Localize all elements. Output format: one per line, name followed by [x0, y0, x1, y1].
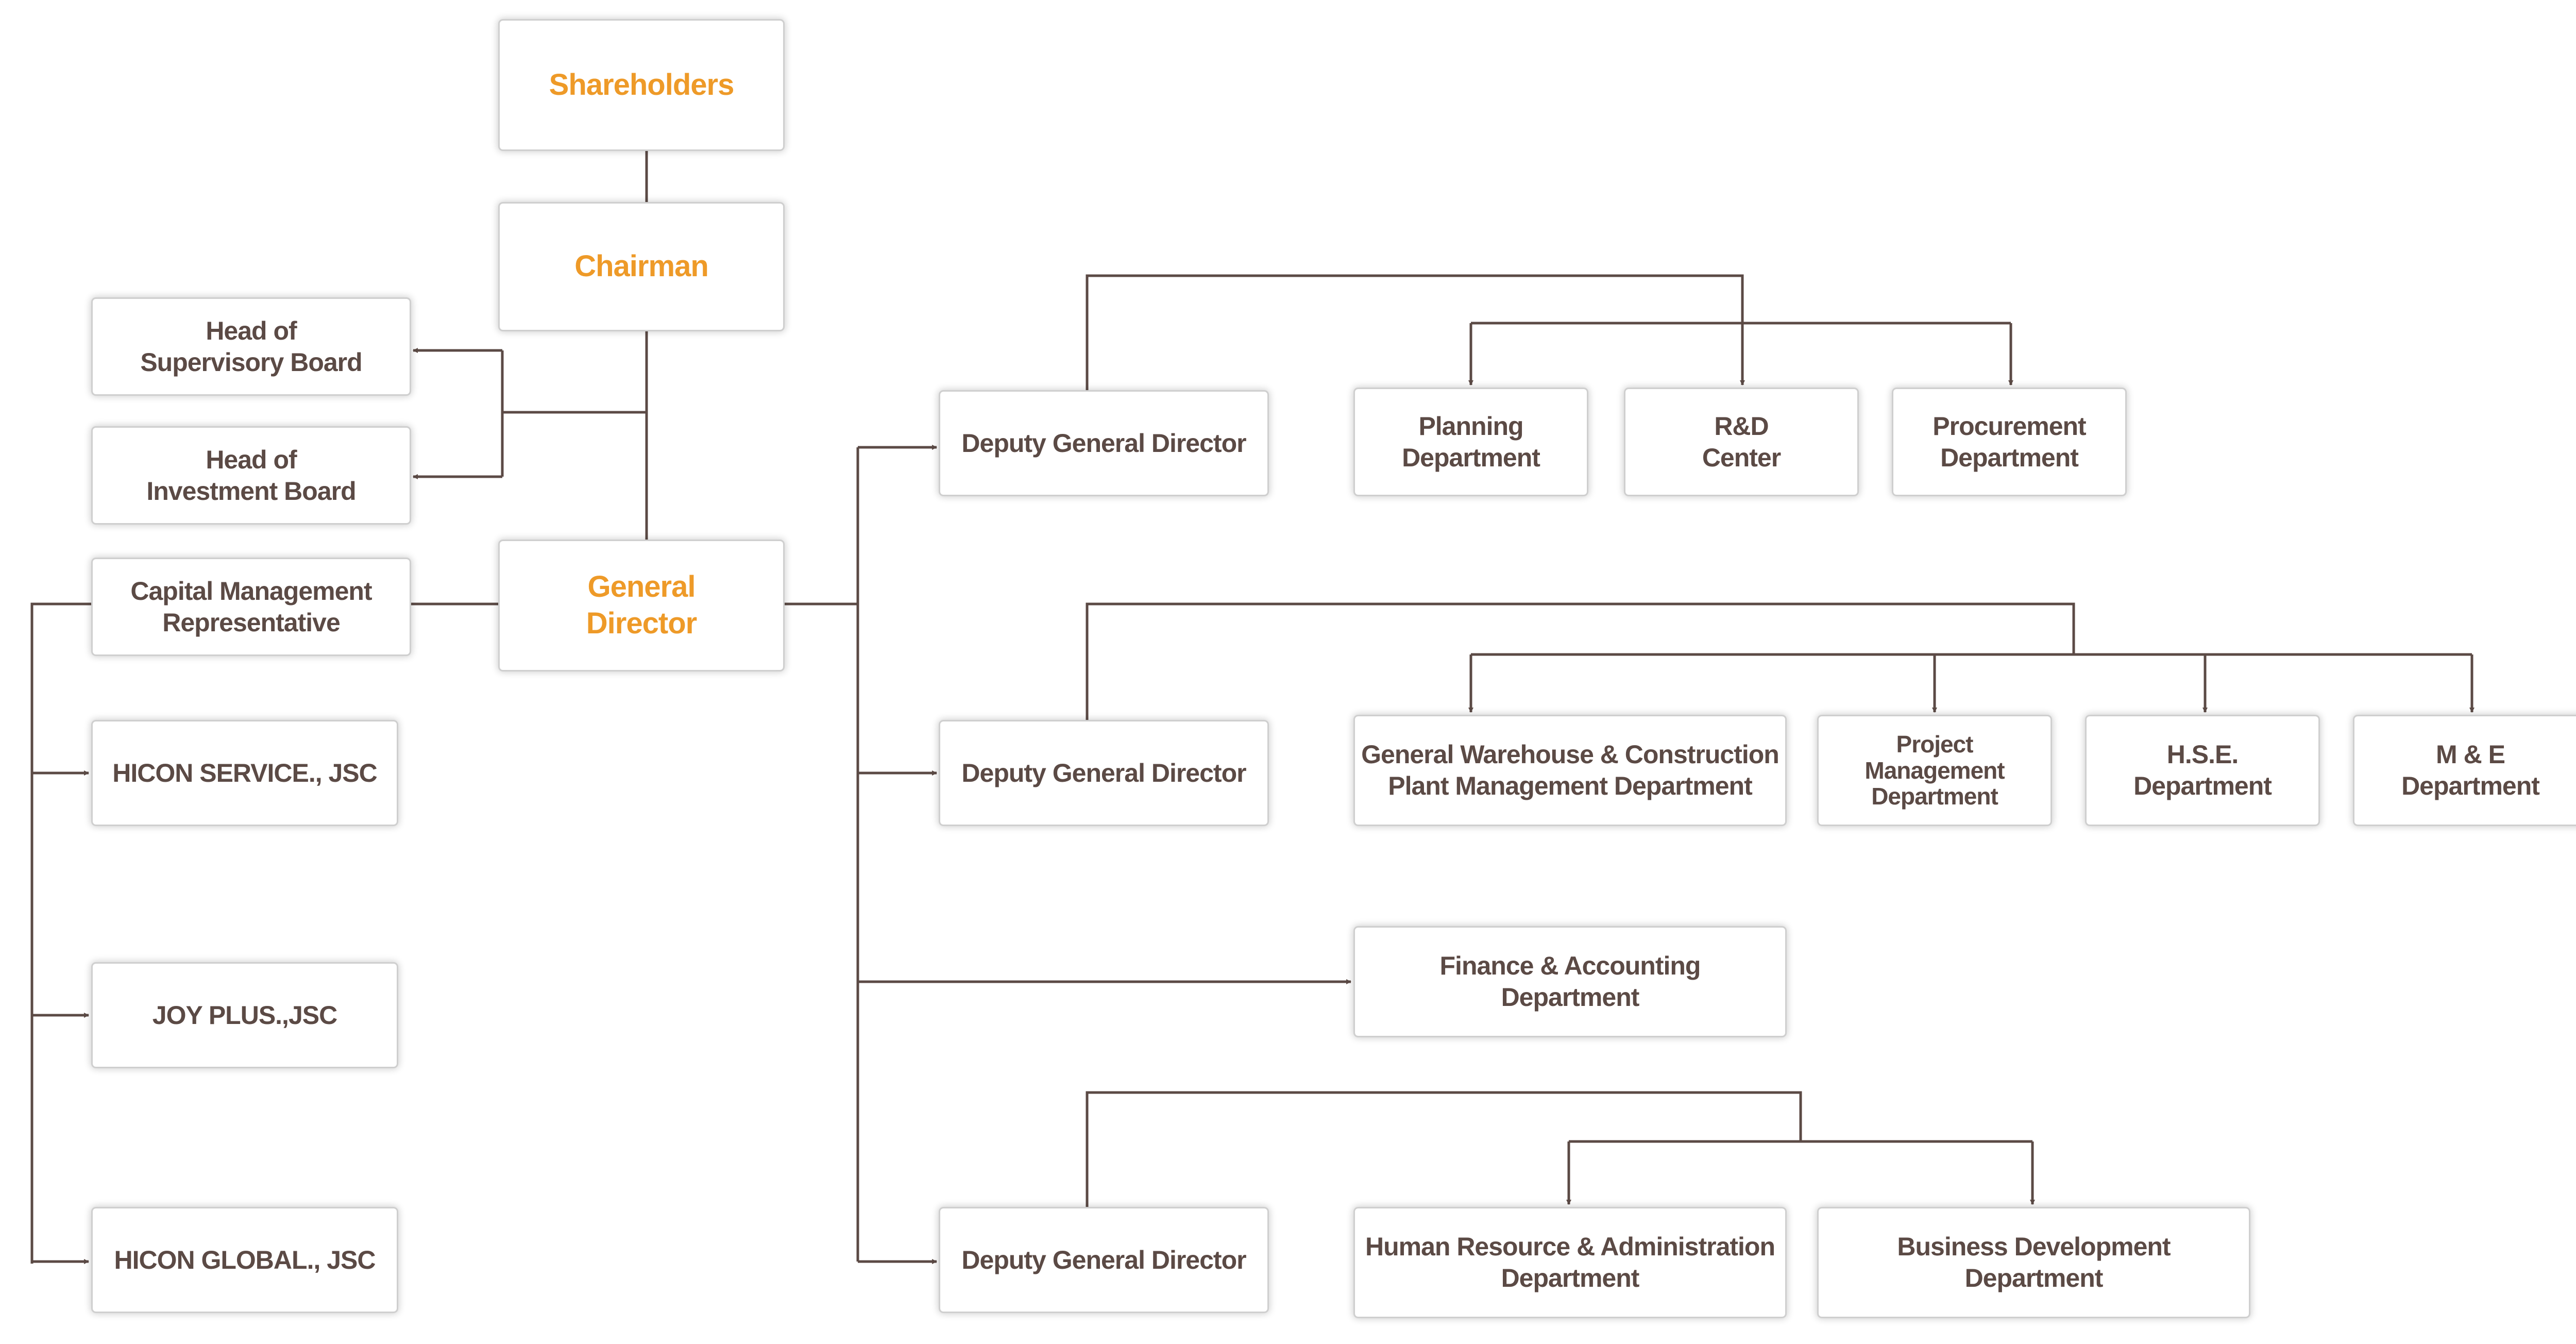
rnd-center-box: R&D Center [1624, 388, 1859, 496]
finance-accounting-department-box: Finance & Accounting Department [1353, 926, 1787, 1037]
hicon-global-label: HICON GLOBAL., JSC [114, 1245, 376, 1274]
business-development-department-box: Business Development Department [1817, 1207, 2250, 1318]
general-director-label: General Director [586, 570, 697, 640]
chairman-label: Chairman [574, 249, 709, 283]
connector-line-21 [1086, 602, 2075, 721]
business-development-department-label: Business Development Department [1897, 1232, 2171, 1292]
chairman-box: Chairman [498, 202, 785, 331]
hicon-service-label: HICON SERVICE., JSC [112, 758, 378, 787]
planning-department-box: Planning Department [1353, 388, 1588, 496]
deputy-general-director-1-box: Deputy General Director [939, 390, 1269, 496]
head-supervisory-board-box: Head of Supervisory Board [91, 297, 411, 396]
shareholders-box: Shareholders [498, 19, 785, 151]
joy-plus-label: JOY PLUS.,JSC [152, 1000, 337, 1030]
deputy-general-director-3-label: Deputy General Director [961, 1245, 1246, 1274]
general-warehouse-department-label: General Warehouse & Construction Plant M… [1361, 740, 1780, 800]
deputy-general-director-2-label: Deputy General Director [961, 758, 1246, 787]
deputy-general-director-2-box: Deputy General Director [939, 720, 1269, 826]
shareholders-label: Shareholders [549, 68, 735, 102]
general-director-box: General Director [498, 540, 785, 671]
hse-department-box: H.S.E. Department [2085, 715, 2320, 826]
general-warehouse-department-box: General Warehouse & Construction Plant M… [1353, 715, 1787, 826]
capital-management-representative-label: Capital Management Representative [130, 576, 372, 637]
connector-line-7 [30, 602, 93, 1264]
head-supervisory-board-label: Head of Supervisory Board [140, 316, 362, 377]
deputy-general-director-3-box: Deputy General Director [939, 1207, 1269, 1313]
procurement-department-label: Procurement Department [1933, 411, 2086, 472]
head-investment-board-label: Head of Investment Board [146, 445, 356, 506]
hicon-global-box: HICON GLOBAL., JSC [91, 1207, 398, 1313]
connector-line-27 [1086, 1091, 1802, 1208]
human-resource-department-label: Human Resource & Administration Departme… [1365, 1232, 1775, 1292]
me-department-box: M & E Department [2353, 715, 2576, 826]
finance-accounting-department-label: Finance & Accounting Department [1439, 951, 1701, 1012]
rnd-center-label: R&D Center [1702, 411, 1781, 472]
hicon-service-box: HICON SERVICE., JSC [91, 720, 398, 826]
connector-arrow-17 [1086, 274, 1745, 392]
capital-management-representative-box: Capital Management Representative [91, 558, 411, 656]
human-resource-department-box: Human Resource & Administration Departme… [1353, 1207, 1787, 1318]
hse-department-label: H.S.E. Department [2133, 740, 2272, 800]
planning-department-label: Planning Department [1402, 411, 1540, 472]
procurement-department-box: Procurement Department [1892, 388, 2127, 496]
head-investment-board-box: Head of Investment Board [91, 426, 411, 525]
joy-plus-box: JOY PLUS.,JSC [91, 962, 398, 1068]
project-management-department-label: Project Management Department [1865, 731, 2005, 810]
project-management-department-box: Project Management Department [1817, 715, 2052, 826]
me-department-label: M & E Department [2401, 740, 2540, 800]
deputy-general-director-1-label: Deputy General Director [961, 428, 1246, 458]
